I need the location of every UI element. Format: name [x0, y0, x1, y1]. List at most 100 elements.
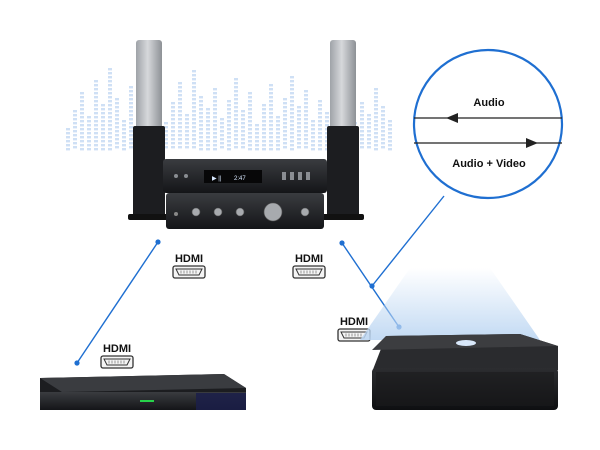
eq-bar-segment	[185, 122, 189, 125]
eq-bar-segment	[318, 104, 322, 107]
eq-bar-segment	[276, 140, 280, 143]
eq-bar-segment	[87, 128, 91, 131]
media-player-device	[40, 374, 246, 410]
eq-bar-segment	[374, 88, 378, 91]
eq-bar-segment	[101, 128, 105, 131]
eq-bar-segment	[318, 132, 322, 135]
eq-bar-segment	[108, 148, 112, 151]
eq-bar-segment	[269, 116, 273, 119]
eq-bar-segment	[374, 100, 378, 103]
eq-bar-segment	[297, 134, 301, 137]
eq-bar-segment	[178, 110, 182, 113]
eq-bar-segment	[192, 134, 196, 137]
eq-bar-segment	[213, 144, 217, 147]
eq-bar-segment	[122, 132, 126, 135]
eq-bar-segment	[94, 108, 98, 111]
eq-bar-segment	[164, 126, 168, 129]
eq-bar-segment	[129, 114, 133, 117]
eq-bar-segment	[178, 90, 182, 93]
eq-bar-segment	[269, 112, 273, 115]
eq-bar-segment	[374, 140, 378, 143]
eq-bar-segment	[115, 106, 119, 109]
eq-bar-segment	[234, 78, 238, 81]
eq-bar-segment	[192, 126, 196, 129]
eq-bar-segment	[171, 142, 175, 145]
eq-bar-segment	[178, 126, 182, 129]
eq-bar-segment	[360, 106, 364, 109]
eq-bar-segment	[311, 148, 315, 151]
eq-bar-segment	[311, 144, 315, 147]
eq-bar-segment	[269, 136, 273, 139]
arrow-right-icon	[526, 138, 538, 148]
eq-bar-segment	[73, 138, 77, 141]
eq-bar-segment	[241, 114, 245, 117]
eq-bar-segment	[192, 114, 196, 117]
eq-bar-segment	[94, 140, 98, 143]
eq-bar-segment	[255, 128, 259, 131]
eq-bar-segment	[129, 122, 133, 125]
eq-bar-segment	[290, 148, 294, 151]
eq-bar-segment	[192, 106, 196, 109]
eq-bar-segment	[199, 116, 203, 119]
eq-bar-segment	[199, 132, 203, 135]
eq-bar-segment	[311, 120, 315, 123]
eq-bar-segment	[234, 130, 238, 133]
eq-bar-segment	[80, 100, 84, 103]
eq-bar-segment	[304, 118, 308, 121]
eq-bar-segment	[185, 134, 189, 137]
eq-bar-segment	[374, 108, 378, 111]
eq-bar-segment	[213, 92, 217, 95]
hdmi-label-projector: HDMI	[337, 316, 371, 342]
eq-bar-segment	[283, 126, 287, 129]
eq-bar-segment	[234, 122, 238, 125]
eq-bar-segment	[297, 142, 301, 145]
eq-bar-segment	[87, 124, 91, 127]
eq-bar-segment	[94, 144, 98, 147]
eq-bar-segment	[185, 130, 189, 133]
eq-bar-segment	[381, 106, 385, 109]
eq-bar-segment	[290, 120, 294, 123]
eq-bar-segment	[164, 122, 168, 125]
eq-bar-segment	[94, 104, 98, 107]
eq-bar-segment	[94, 100, 98, 103]
eq-bar-segment	[192, 70, 196, 73]
eq-bar-segment	[227, 144, 231, 147]
eq-bar-segment	[213, 128, 217, 131]
eq-bar-segment	[66, 128, 70, 131]
eq-bar-segment	[101, 140, 105, 143]
eq-bar-segment	[101, 120, 105, 123]
eq-bar-segment	[269, 132, 273, 135]
hdmi-label-text: HDMI	[103, 343, 131, 355]
eq-bar-segment	[66, 140, 70, 143]
eq-bar-segment	[122, 140, 126, 143]
eq-bar-segment	[311, 128, 315, 131]
eq-bar-segment	[388, 148, 392, 151]
eq-bar-segment	[80, 124, 84, 127]
eq-bar-segment	[290, 88, 294, 91]
eq-bar-segment	[73, 130, 77, 133]
eq-bar-segment	[220, 142, 224, 145]
eq-bar-segment	[129, 142, 133, 145]
eq-bar-segment	[80, 140, 84, 143]
eq-bar-segment	[388, 144, 392, 147]
eq-bar-segment	[101, 148, 105, 151]
eq-bar-segment	[318, 124, 322, 127]
eq-bar-segment	[381, 122, 385, 125]
eq-bar-segment	[94, 124, 98, 127]
eq-bar-segment	[192, 122, 196, 125]
eq-bar-segment	[192, 142, 196, 145]
eq-bar-segment	[185, 118, 189, 121]
eq-bar-segment	[234, 110, 238, 113]
eq-bar-segment	[318, 112, 322, 115]
eq-bar-segment	[178, 94, 182, 97]
eq-bar-segment	[129, 86, 133, 89]
eq-bar-segment	[108, 144, 112, 147]
eq-bar-segment	[388, 136, 392, 139]
eq-bar-segment	[108, 96, 112, 99]
eq-bar-segment	[290, 92, 294, 95]
eq-bar-segment	[269, 124, 273, 127]
eq-bar-segment	[283, 142, 287, 145]
eq-bar-segment	[283, 138, 287, 141]
eq-bar-segment	[276, 148, 280, 151]
